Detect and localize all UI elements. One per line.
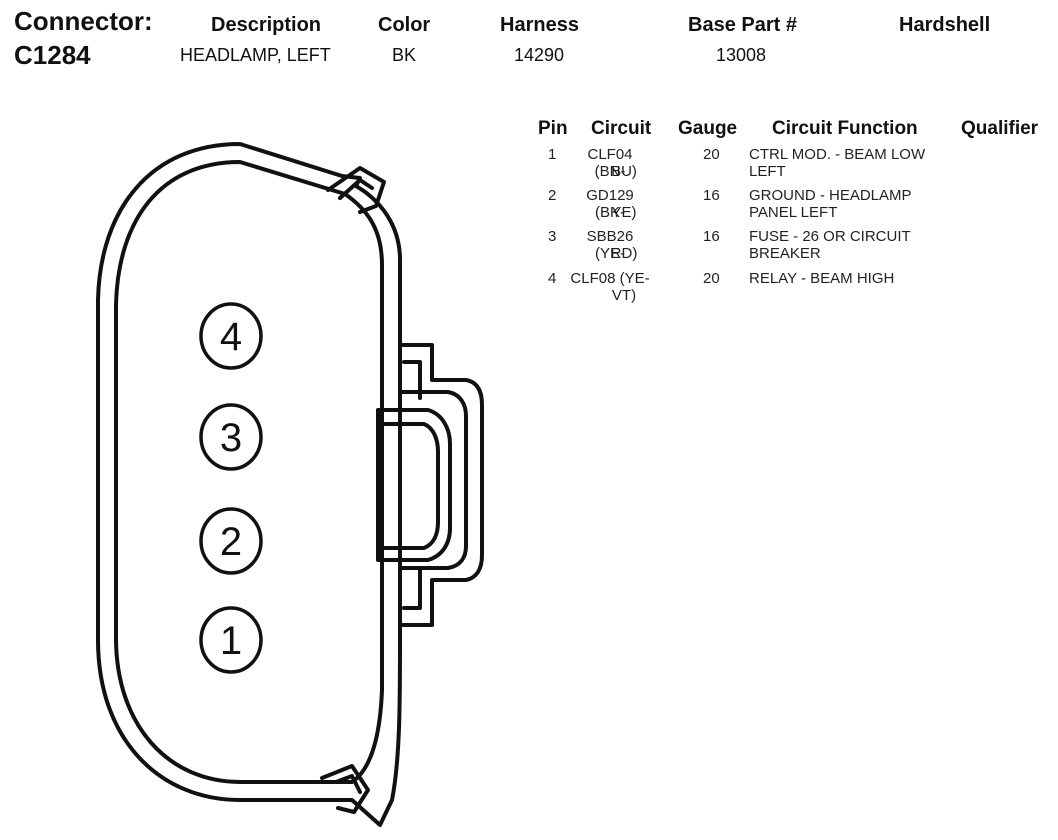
- row-pin: 1: [548, 146, 557, 163]
- row-circuit-line2: BU): [611, 163, 637, 180]
- row-circuit-line2: VT): [611, 287, 637, 304]
- description-value: HEADLAMP, LEFT: [180, 45, 331, 65]
- pin-number-4: 4: [220, 315, 242, 359]
- row-function-line1: FUSE - 26 OR CIRCUIT: [749, 228, 911, 245]
- base-part-label: Base Part #: [688, 14, 797, 36]
- row-circuit-line2: YE): [611, 204, 637, 221]
- row-pin: 3: [548, 228, 557, 245]
- pin-column-header: Pin: [538, 118, 568, 139]
- connector-id: C1284: [14, 40, 91, 70]
- description-label: Description: [211, 14, 322, 36]
- circuit-column-header: Circuit: [591, 118, 652, 139]
- row-function-line2: PANEL LEFT: [749, 204, 838, 221]
- pin-number-1: 1: [220, 619, 242, 663]
- pin-number-3: 3: [220, 416, 242, 460]
- row-circuit-line1: CLF04 (BN-: [587, 146, 633, 180]
- row-pin: 4: [548, 270, 557, 287]
- row-gauge: 16: [703, 187, 720, 204]
- row-circuit-line1: SBB26 (YE-: [586, 228, 634, 262]
- row-circuit-line1: GD129 (BK-: [586, 187, 634, 221]
- harness-value: 14290: [514, 45, 565, 65]
- housing-inner-outline: [114, 160, 384, 784]
- side-lock-tab-outer: [398, 343, 484, 627]
- pin-cavity-4: 4: [199, 302, 263, 370]
- row-gauge: 16: [703, 228, 720, 245]
- color-label: Color: [378, 14, 431, 36]
- row-function-line1: CTRL MOD. - BEAM LOW: [749, 146, 926, 163]
- row-function-line2: LEFT: [749, 163, 786, 180]
- housing-outer-outline: [96, 142, 402, 827]
- gauge-column-header: Gauge: [678, 118, 738, 139]
- hardshell-label: Hardshell: [899, 14, 991, 36]
- row-gauge: 20: [703, 146, 720, 163]
- row-function-line1: RELAY - BEAM HIGH: [749, 270, 895, 287]
- row-function-line2: BREAKER: [749, 245, 821, 262]
- base-part-value: 13008: [716, 45, 767, 65]
- row-circuit-line1: CLF08 (YE-: [570, 270, 650, 287]
- connector-label: Connector:: [14, 6, 153, 36]
- top-latch: [326, 166, 386, 214]
- row-circuit-line2: RD): [610, 245, 638, 262]
- row-pin: 2: [548, 187, 557, 204]
- qualifier-column-header: Qualifier: [961, 118, 1039, 139]
- side-lock-tab-inner: [376, 408, 452, 562]
- harness-label: Harness: [500, 14, 579, 36]
- circuit-function-column-header: Circuit Function: [772, 118, 918, 139]
- side-lock-tab-mid: [398, 390, 468, 570]
- pin-cavity-1: 1: [199, 606, 263, 674]
- row-gauge: 20: [703, 270, 720, 287]
- color-value: BK: [392, 45, 417, 65]
- pin-cavity-2: 2: [199, 507, 263, 575]
- pin-cavity-3: 3: [199, 403, 263, 471]
- pin-number-2: 2: [220, 520, 242, 564]
- row-function-line1: GROUND - HEADLAMP: [749, 187, 912, 204]
- bottom-latch: [320, 764, 370, 814]
